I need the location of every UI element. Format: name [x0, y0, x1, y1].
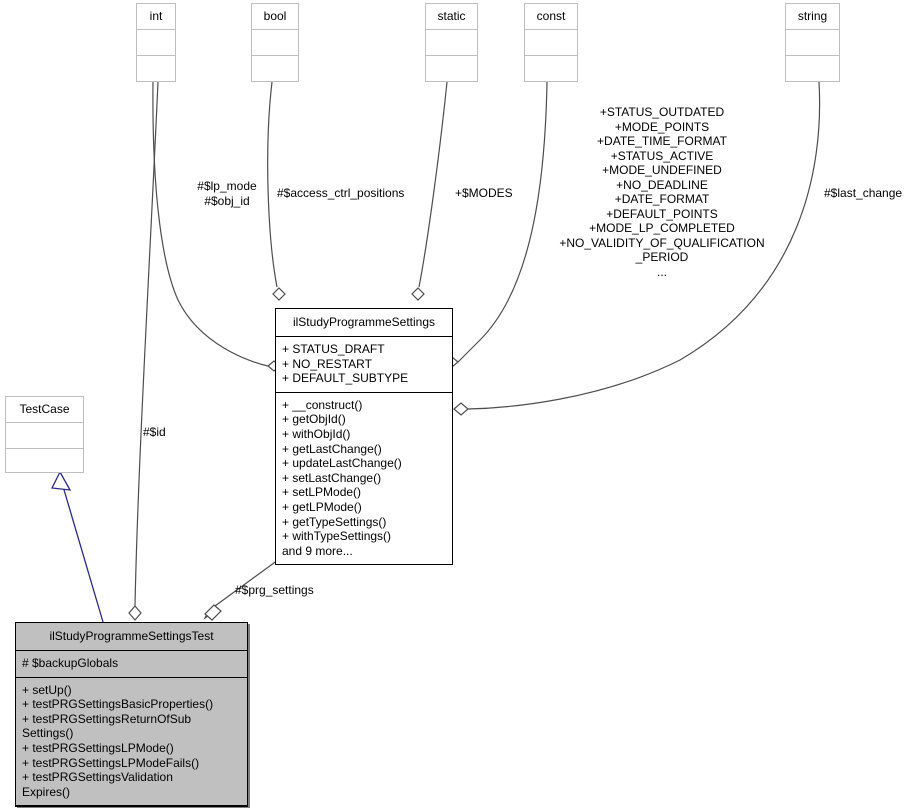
type-box-int-label: int [137, 4, 175, 30]
class-member: + updateLastChange() [282, 456, 402, 471]
class-member: + testPRGSettingsValidation Expires() [22, 770, 173, 799]
type-box-bool: bool [251, 3, 299, 82]
type-box-static-label: static [426, 4, 477, 30]
type-box-string: string [785, 3, 840, 82]
type-box-const: const [524, 3, 578, 82]
edge-label-const-members: +STATUS_OUTDATED +MODE_POINTS +DATE_TIME… [559, 105, 765, 279]
class-box-settings-test: ilStudyProgrammeSettingsTest # $backupGl… [15, 622, 248, 808]
class-settings-test-attributes: # $backupGlobals [16, 651, 247, 678]
class-member: + NO_RESTART [282, 356, 372, 371]
class-member: + testPRGSettingsReturnOfSub Settings() [22, 711, 192, 741]
edge-static-to-settings [418, 81, 448, 288]
edge-label-lp-mode-obj-id: #$lp_mode #$obj_id [197, 179, 257, 208]
edge-int-to-settings-test [134, 81, 159, 607]
edge-label-last-change: #$last_change [824, 186, 903, 200]
edge-inherit-testcase [61, 482, 104, 623]
class-member: + __construct() [282, 397, 363, 412]
type-box-int-attributes [137, 30, 175, 56]
class-member: + getTypeSettings() [282, 514, 387, 529]
class-member: + getLastChange() [282, 441, 382, 456]
edge-label-access-ctrl-positions: #$access_ctrl_positions [277, 186, 405, 200]
class-member: + testPRGSettingsLPMode() [22, 740, 174, 755]
aggregation-diamond-prg-settings-box [204, 604, 222, 621]
class-settings-title: ilStudyProgrammeSettings [276, 309, 452, 337]
class-settings-test-title: ilStudyProgrammeSettingsTest [16, 623, 247, 651]
class-member: + setUp() [22, 682, 72, 697]
class-more-indicator: and 9 more... [282, 543, 353, 558]
type-box-string-label: string [786, 4, 839, 30]
class-member: + getLPMode() [282, 499, 362, 514]
type-box-static-operations [426, 56, 477, 82]
class-member: + getObjId() [282, 412, 346, 427]
class-box-testcase: TestCase [5, 396, 84, 473]
edge-bool-to-settings [267, 81, 278, 288]
class-settings-test-operations: + setUp() + testPRGSettingsBasicProperti… [16, 678, 247, 807]
class-testcase-title: TestCase [6, 397, 83, 423]
class-member: # $backupGlobals [22, 656, 119, 670]
class-testcase-attributes [6, 423, 83, 449]
aggregation-diamond-id [128, 605, 142, 621]
type-box-string-attributes [786, 30, 839, 56]
edge-int-to-settings [152, 81, 269, 367]
aggregation-diamond-access-ctrl [272, 287, 286, 301]
class-member: + setLPMode() [282, 485, 362, 500]
class-member: + STATUS_DRAFT [282, 342, 385, 356]
type-box-static: static [425, 3, 478, 82]
type-box-const-attributes [525, 30, 577, 56]
edge-label-modes: +$MODES [455, 186, 513, 200]
class-member: + setLastChange() [282, 470, 382, 485]
edge-label-prg-settings: #$prg_settings [235, 583, 314, 597]
class-box-settings: ilStudyProgrammeSettings + STATUS_DRAFT … [275, 308, 453, 566]
type-box-const-operations [525, 56, 577, 82]
class-settings-operations: + __construct() + getObjId() + withObjId… [276, 393, 452, 565]
aggregation-diamond-modes [411, 287, 425, 301]
edge-label-id: #$id [143, 425, 166, 439]
type-box-int: int [136, 3, 176, 82]
class-member: + DEFAULT_SUBTYPE [282, 371, 409, 386]
type-box-bool-operations [252, 56, 298, 82]
class-settings-attributes: + STATUS_DRAFT + NO_RESTART + DEFAULT_SU… [276, 337, 452, 393]
class-member: + testPRGSettingsLPModeFails() [22, 755, 200, 770]
type-box-string-operations [786, 56, 839, 82]
class-member: + withTypeSettings() [282, 529, 392, 544]
type-box-const-label: const [525, 4, 577, 30]
type-box-bool-attributes [252, 30, 298, 56]
class-member: + withObjId() [282, 426, 351, 441]
type-box-int-operations [137, 56, 175, 82]
class-member: + testPRGSettingsBasicProperties() [22, 697, 214, 712]
type-box-bool-label: bool [252, 4, 298, 30]
type-box-static-attributes [426, 30, 477, 56]
aggregation-diamond-last-change [453, 402, 469, 416]
class-testcase-operations [6, 449, 83, 475]
aggregation-diamond-prg-settings [203, 604, 217, 620]
edge-const-to-settings [457, 81, 548, 363]
